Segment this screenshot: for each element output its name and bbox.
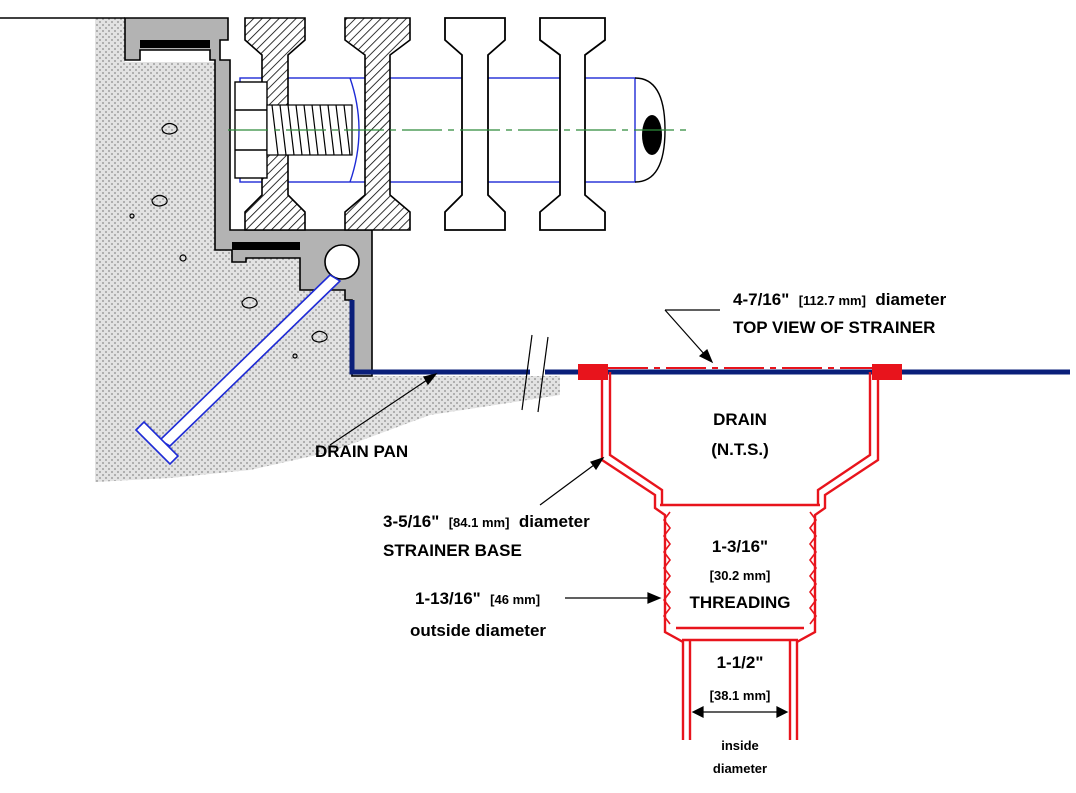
strainer-base-suffix: diameter bbox=[519, 512, 590, 531]
inside-metric: [38.1 mm] bbox=[710, 688, 771, 703]
break-line-2 bbox=[537, 336, 549, 413]
outside-line1: 1-13/16" [46 mm] bbox=[415, 589, 540, 608]
strainer-base-caption: STRAINER BASE bbox=[383, 541, 522, 560]
drain-pan-label: DRAIN PAN bbox=[315, 442, 408, 461]
aggregate-stones bbox=[129, 122, 328, 359]
plain-i-beams bbox=[444, 17, 606, 231]
inside-line1: inside bbox=[721, 738, 759, 753]
frame-slot-top bbox=[140, 40, 210, 48]
top-view-size: 4-7/16" bbox=[733, 290, 789, 309]
outside-metric: [46 mm] bbox=[490, 592, 540, 607]
break-line-1 bbox=[521, 334, 533, 411]
threading-metric: [30.2 mm] bbox=[710, 568, 771, 583]
drain-nts: (N.T.S.) bbox=[711, 440, 769, 459]
threading-caption: THREADING bbox=[689, 593, 790, 612]
frame-slot-mid bbox=[232, 242, 300, 250]
drain-pan bbox=[349, 300, 530, 375]
strainer-base-metric: [84.1 mm] bbox=[449, 515, 510, 530]
strainer-base-size: 3-5/16" bbox=[383, 512, 439, 531]
outside-size: 1-13/16" bbox=[415, 589, 481, 608]
top-view-line1: 4-7/16" [112.7 mm] diameter bbox=[733, 290, 947, 309]
frame-extrusion bbox=[124, 17, 373, 377]
thread-left bbox=[663, 511, 671, 625]
drain-title: DRAIN bbox=[713, 410, 767, 429]
top-view-suffix: diameter bbox=[875, 290, 946, 309]
inside-size: 1-1/2" bbox=[717, 653, 764, 672]
leader-lines bbox=[329, 309, 789, 718]
outside-caption: outside diameter bbox=[410, 621, 546, 640]
inside-line2: diameter bbox=[713, 761, 767, 776]
threading-size: 1-3/16" bbox=[712, 537, 768, 556]
top-view-metric: [112.7 mm] bbox=[799, 293, 866, 308]
anchor-bar bbox=[134, 273, 342, 466]
strainer-base-line1: 3-5/16" [84.1 mm] diameter bbox=[383, 512, 590, 531]
drain-body bbox=[578, 364, 902, 740]
thread-right bbox=[809, 511, 817, 625]
top-view-caption: TOP VIEW OF STRAINER bbox=[733, 318, 935, 337]
hinge-pin bbox=[324, 244, 360, 280]
